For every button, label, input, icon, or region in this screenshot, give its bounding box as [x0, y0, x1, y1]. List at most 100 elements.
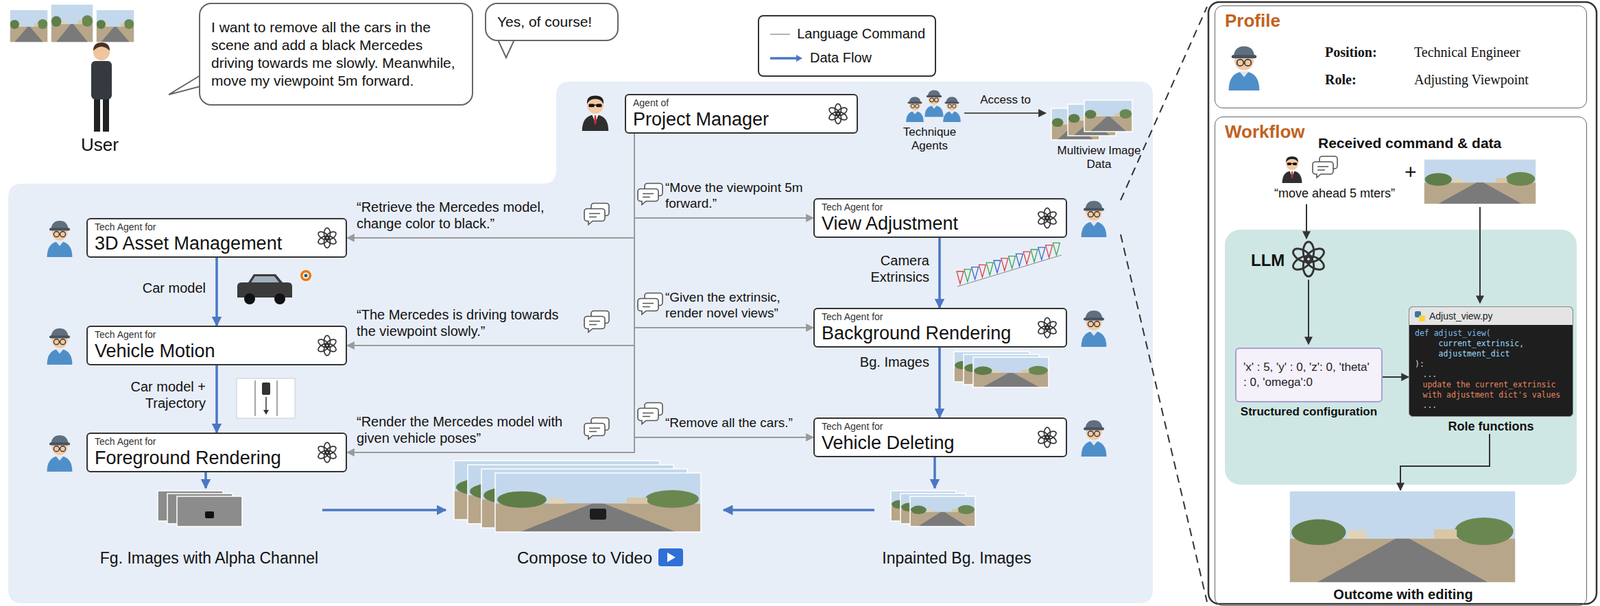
gpt-logo	[314, 332, 341, 359]
edge-label: “Given the extrinsic, render novel views…	[665, 290, 811, 322]
illustration-part	[1021, 370, 1029, 374]
illustration-part	[917, 512, 967, 527]
chat-icon	[584, 418, 610, 440]
connector	[634, 133, 814, 219]
illustration-part	[1506, 172, 1536, 186]
legend-sample	[768, 52, 804, 64]
illustration-part	[584, 209, 605, 225]
connector	[347, 133, 635, 238]
illustration-part	[973, 373, 1049, 388]
illustration-part	[47, 456, 73, 472]
code-line: with adjustment dict's values	[1414, 390, 1568, 401]
illustration-part	[1036, 320, 1050, 332]
gpt-logo	[1036, 317, 1058, 338]
config-box: 'x' : 5, 'y' : 0, 'z': 0, 'theta' : 0, '…	[1235, 347, 1383, 403]
agent-box: Tech Agent forView Adjustment	[813, 198, 1068, 238]
illustration-part	[1030, 249, 1038, 262]
label-text: Agent of	[633, 97, 820, 110]
label-text: Technical Engineer	[1414, 44, 1521, 61]
annotation: “move ahead 5 mters”	[1274, 186, 1395, 201]
illustration-part	[770, 33, 791, 35]
gpt-logo	[316, 442, 338, 463]
illustration-part	[589, 321, 601, 326]
illustration-part	[642, 194, 654, 198]
connector	[347, 133, 635, 346]
illustration-part	[303, 272, 310, 280]
illustration-part	[626, 497, 648, 505]
illustration-part	[645, 490, 699, 509]
manager-box: Agent ofProject Manager	[624, 93, 858, 134]
illustration-part	[1495, 178, 1507, 184]
agent-icon	[47, 435, 73, 472]
bubble-tail	[168, 75, 201, 95]
illustration-part	[910, 512, 976, 527]
illustration-part	[1453, 178, 1463, 183]
illustration-part	[1244, 59, 1252, 67]
label-text: Fg. Images with Alpha Channel	[96, 548, 323, 568]
illustration-part	[9, 9, 49, 43]
label-text: I want to remove all the cars in the sce…	[211, 18, 461, 90]
illustration-part	[949, 111, 955, 115]
illustration-part	[1418, 315, 1426, 322]
illustration-part	[50, 24, 94, 43]
illustration-part	[37, 19, 49, 29]
illustration-part	[1239, 71, 1249, 77]
connector	[938, 347, 941, 418]
illustration-part	[55, 456, 64, 461]
street-image	[50, 4, 94, 43]
agent-icon	[1282, 156, 1303, 184]
trajectory-image	[236, 378, 295, 419]
connector	[215, 257, 219, 326]
connector	[964, 112, 1046, 114]
illustration-part	[1087, 321, 1094, 328]
illustration-part	[993, 260, 1001, 273]
illustration-part	[1289, 539, 1516, 583]
illustration-part	[176, 496, 243, 527]
illustration-part	[927, 509, 933, 513]
illustration-part	[96, 26, 135, 43]
connector	[204, 472, 208, 489]
config-node: 'x' : 5, 'y' : 0, 'z': 0, 'theta' : 0, '…	[1235, 347, 1383, 420]
illustration-part	[1028, 366, 1048, 376]
llm-region: LLM'x' : 5, 'y' : 0, 'z': 0, 'theta' : 0…	[1225, 230, 1578, 486]
illustration-part	[1084, 100, 1133, 132]
illustration-part	[658, 548, 684, 567]
caption: Structured configuration	[1235, 405, 1383, 420]
code-body: def adjust_view(current_extrinsic,adjust…	[1409, 325, 1573, 417]
illustration-part	[1083, 317, 1105, 321]
label-text: Tech Agent for	[94, 221, 309, 234]
legend-row: Language Command	[768, 26, 926, 42]
bubble-tail	[497, 39, 515, 58]
outcome-image: Outcome with editing	[1286, 490, 1520, 605]
illustration-part	[93, 97, 101, 132]
illustration-part	[100, 26, 131, 43]
gpt-logo	[316, 227, 338, 248]
agent-icon	[905, 96, 924, 123]
street-image	[96, 9, 135, 43]
illustration-part	[1423, 182, 1537, 205]
illustration-part	[237, 274, 293, 298]
illustration-part	[908, 101, 923, 104]
illustration-part	[102, 97, 110, 132]
gpt-logo	[827, 103, 849, 124]
illustration-part	[1434, 529, 1457, 539]
illustration-part	[1282, 170, 1303, 184]
code-line: update the current_extrinsic	[1414, 379, 1568, 391]
illustration-part	[1096, 113, 1101, 117]
illustration-part	[942, 111, 961, 123]
detail-panel	[1208, 2, 1597, 605]
illustration-part	[1228, 71, 1260, 91]
illustration-part	[14, 26, 44, 43]
label-text: Tech Agent for	[94, 329, 309, 341]
illustration-part	[1312, 161, 1334, 178]
illustration-part	[1291, 519, 1346, 546]
edge-label: “Render the Mercedes model with given ve…	[356, 413, 580, 447]
edge-label: Car model	[102, 279, 206, 297]
code-line: adjustment_dict	[1414, 349, 1568, 360]
illustration-part	[589, 213, 601, 218]
code-line: ):	[1414, 359, 1568, 370]
illustration-part	[49, 227, 70, 231]
composited-car	[589, 508, 607, 520]
python-icon	[1414, 311, 1426, 322]
